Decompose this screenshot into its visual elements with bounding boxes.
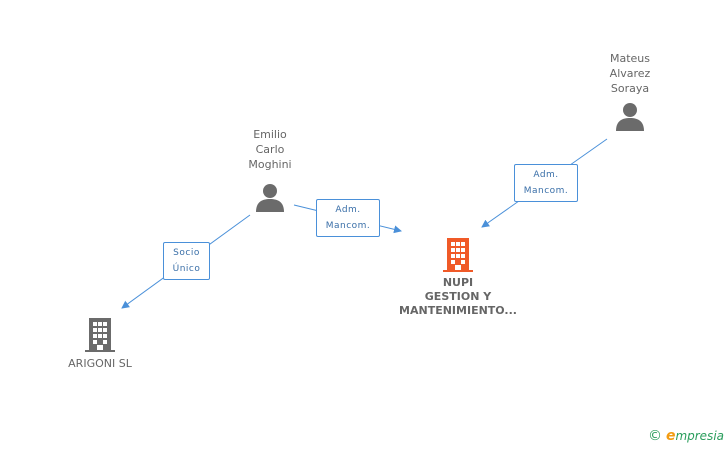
node-label: Emilio Carlo Moghini bbox=[248, 128, 292, 171]
edge-label-mateus-nupi: Adm. Mancom. bbox=[514, 164, 578, 202]
node-label: ARIGONI SL bbox=[68, 357, 132, 370]
copyright-icon: © bbox=[647, 428, 662, 444]
edge-label-line2: Único bbox=[172, 264, 201, 274]
node-emilio-carlo-moghini[interactable]: Emilio Carlo Moghini bbox=[232, 127, 308, 212]
building-icon bbox=[443, 238, 473, 272]
edge-label-line1: Adm. bbox=[335, 205, 361, 215]
person-icon bbox=[256, 184, 284, 212]
node-nupi[interactable]: NUPI GESTION Y MANTENIMIENTO... bbox=[384, 236, 532, 318]
node-mateus-alvarez-soraya[interactable]: Mateus Alvarez Soraya bbox=[592, 51, 668, 131]
person-icon bbox=[616, 103, 644, 131]
node-label: NUPI GESTION Y MANTENIMIENTO... bbox=[399, 276, 517, 317]
edge-label-line2: Mancom. bbox=[523, 186, 569, 196]
building-icon bbox=[85, 318, 115, 352]
brand-watermark: ©empresia bbox=[648, 428, 724, 444]
brand-logo-text: mpresia bbox=[675, 429, 724, 443]
brand-logo-letter: e bbox=[665, 428, 676, 444]
edge-label-emilio-arigoni: Socio Único bbox=[163, 242, 210, 280]
edge-label-line1: Adm. bbox=[533, 170, 559, 180]
node-arigoni-sl[interactable]: ARIGONI SL bbox=[58, 316, 142, 371]
edge-label-line2: Mancom. bbox=[325, 221, 371, 231]
edge-label-emilio-nupi: Adm. Mancom. bbox=[316, 199, 380, 237]
node-label: Mateus Alvarez Soraya bbox=[609, 52, 651, 95]
edge-label-line1: Socio bbox=[173, 248, 200, 258]
